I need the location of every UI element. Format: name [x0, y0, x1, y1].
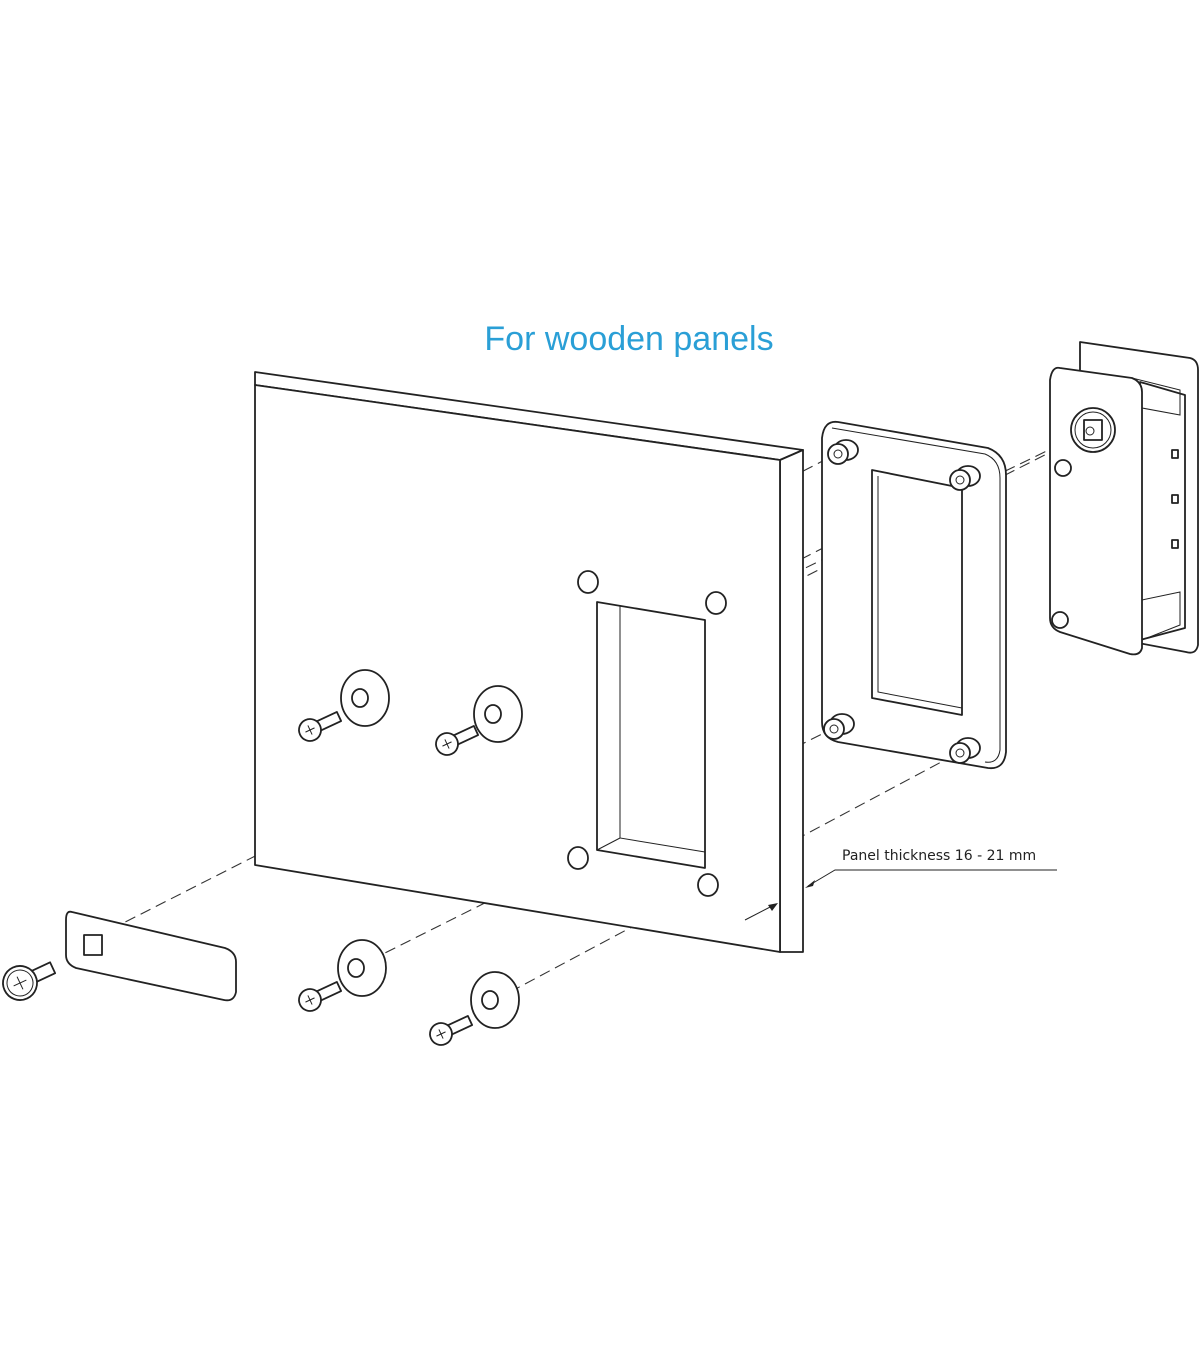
- panel-thickness-label: Panel thickness 16 - 21 mm: [842, 848, 1037, 864]
- washers: [337, 669, 523, 1029]
- wooden-panel: [254, 371, 804, 953]
- screw-head: [1054, 459, 1072, 477]
- panel-hole: [567, 846, 589, 870]
- lock-module: [1049, 341, 1199, 656]
- frame-boss: [823, 439, 981, 764]
- screw-head: [1051, 611, 1069, 629]
- mounting-frame: [821, 420, 1007, 770]
- diagram-title: For wooden panels: [484, 320, 774, 358]
- panel-hole: [705, 591, 727, 615]
- panel-hole: [697, 873, 719, 897]
- screws: [2, 711, 480, 1046]
- thickness-leader: [744, 869, 1057, 921]
- keeper-plate: [65, 910, 237, 1002]
- panel-hole: [577, 570, 599, 594]
- panel-cutout: [596, 601, 706, 869]
